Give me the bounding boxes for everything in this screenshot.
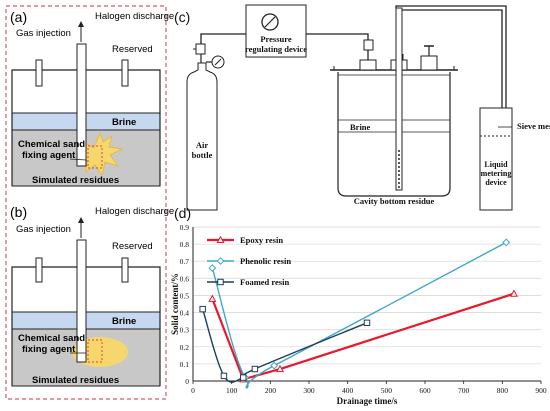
panel-d-label: (d) — [174, 205, 191, 221]
foamed-resin-point — [240, 374, 247, 381]
solid-content-chart: 0 0.1 0.2 0.3 0.4 0.5 0.6 0.7 0.8 0.9 0 100 200 300 40… — [170, 223, 547, 406]
foamed-resin-point — [199, 305, 206, 313]
liquid-metering-device — [479, 107, 513, 211]
x-tick-label: 900 — [535, 386, 547, 395]
y-tick-label: 0.7 — [180, 257, 190, 266]
panel-a: (a) Halogen discharge Gas injection Rese… — [10, 9, 174, 187]
x-tick-label: 400 — [342, 386, 354, 395]
cavity-residue-label: Cavity bottom residue — [354, 196, 435, 206]
panel-d: (d) 0 0.1 0.2 0.3 0.4 0.5 0.6 0.7 0.8 0.9 0 100 200 3… — [170, 205, 547, 406]
y-tick-label: 0.9 — [180, 223, 190, 232]
y-tick-label: 0.2 — [180, 343, 190, 352]
phenolic-resin-point — [208, 264, 217, 272]
bottle-valve — [195, 43, 206, 55]
liquid-label-2: metering — [481, 169, 512, 178]
y-tick-label: 0 — [185, 377, 189, 386]
gas-injection-pipe — [35, 59, 43, 87]
agent-label-b-1: Chemical sand — [18, 333, 85, 344]
y-tick-label: 0.4 — [180, 309, 190, 318]
epoxy-resin-legend-label: Epoxy resin — [240, 235, 283, 245]
brine-label: Brine — [112, 117, 136, 128]
liquid-label-1: Liquid — [484, 160, 508, 169]
phenolic-resin-point — [270, 361, 279, 370]
epoxy-resin-point — [208, 294, 217, 302]
air-bottle-label-1: Air — [196, 140, 209, 150]
air-bottle — [186, 62, 218, 211]
phenolic-resin-legend-marker — [216, 257, 225, 265]
residues-label: Simulated residues — [32, 175, 119, 186]
left-panels-frame — [5, 5, 167, 400]
x-tick-label: 800 — [497, 386, 509, 395]
gas-injection-label: Gas injection — [16, 28, 71, 39]
halogen-discharge-label: Halogen discharge — [95, 11, 174, 22]
panel-c: (c) Pressure regulating device Air bottl… — [174, 4, 550, 211]
brine-label-c: Brine — [350, 122, 371, 132]
x-tick-label: 700 — [458, 386, 470, 395]
y-tick-label: 0.1 — [180, 360, 190, 369]
panel-b-label: (b) — [10, 204, 27, 220]
phenolic-resin-point — [502, 238, 511, 247]
air-bottle-label-2: bottle — [192, 150, 213, 160]
pressure-regulating-device — [245, 4, 307, 58]
agent-label-b-2: fixing agent — [22, 344, 76, 355]
gas-injection-label-b: Gas injection — [16, 224, 71, 235]
agent-label-1: Chemical sand — [18, 139, 85, 150]
x-axis-title: Drainage time/s — [337, 396, 398, 406]
residues-label-b: Simulated residues — [32, 375, 119, 386]
panel-c-label: (c) — [174, 9, 190, 25]
foamed-resin-point — [220, 372, 228, 380]
injection-zone-b — [87, 339, 103, 363]
fitting-right — [420, 55, 438, 71]
x-tick-label: 300 — [303, 386, 315, 395]
foamed-resin-point — [363, 319, 371, 327]
phenolic-resin-line — [211, 241, 507, 389]
sieve-mesh-label: Sieve mesh — [517, 121, 550, 131]
foamed-resin-legend-label: Foamed resin — [240, 277, 289, 287]
reserved-pipe — [121, 59, 129, 87]
injection-zone — [87, 145, 103, 169]
foamed-resin-line — [201, 308, 368, 383]
x-tick-label: 500 — [381, 386, 393, 395]
fitting-left — [359, 59, 377, 71]
x-tick-label: 100 — [226, 386, 238, 395]
panel-b: (b) Halogen discharge Gas injection Rese… — [10, 204, 174, 387]
agent-label-2: fixing agent — [22, 150, 76, 161]
halogen-discharge-label-b: Halogen discharge — [95, 206, 174, 217]
pressure-label-2: regulating device — [245, 44, 307, 54]
panel-a-label: (a) — [10, 9, 27, 25]
epoxy-resin-legend-marker — [216, 235, 225, 244]
foamed-resin-legend-marker — [217, 278, 224, 286]
reserved-label-b: Reserved — [112, 241, 153, 252]
inlet-valve — [363, 39, 374, 51]
pressure-label-1: Pressure — [260, 34, 292, 44]
y-axis-title: Solid content/% — [170, 273, 180, 335]
epoxy-resin-point — [275, 364, 285, 373]
cavity-vessel — [337, 72, 451, 197]
halogen-discharge-pipe — [76, 43, 87, 167]
brine-label-b: Brine — [112, 316, 136, 327]
y-tick-label: 0.3 — [180, 326, 190, 335]
foamed-resin-point — [251, 365, 259, 373]
liquid-label-3: device — [485, 178, 507, 187]
y-tick-label: 0.8 — [180, 240, 190, 249]
y-tick-label: 0.6 — [180, 274, 190, 283]
discharge-pipe — [395, 7, 403, 191]
y-tick-label: 0.5 — [180, 291, 190, 300]
phenolic-resin-legend-label: Phenolic resin — [240, 256, 291, 266]
x-tick-label: 200 — [265, 386, 277, 395]
epoxy-resin-point — [509, 289, 518, 297]
x-tick-label: 600 — [419, 386, 431, 395]
epoxy-resin-line — [211, 292, 515, 381]
halogen-discharge-pipe-b — [76, 239, 87, 363]
reserved-label: Reserved — [112, 44, 153, 55]
x-tick-label: 0 — [191, 386, 195, 395]
